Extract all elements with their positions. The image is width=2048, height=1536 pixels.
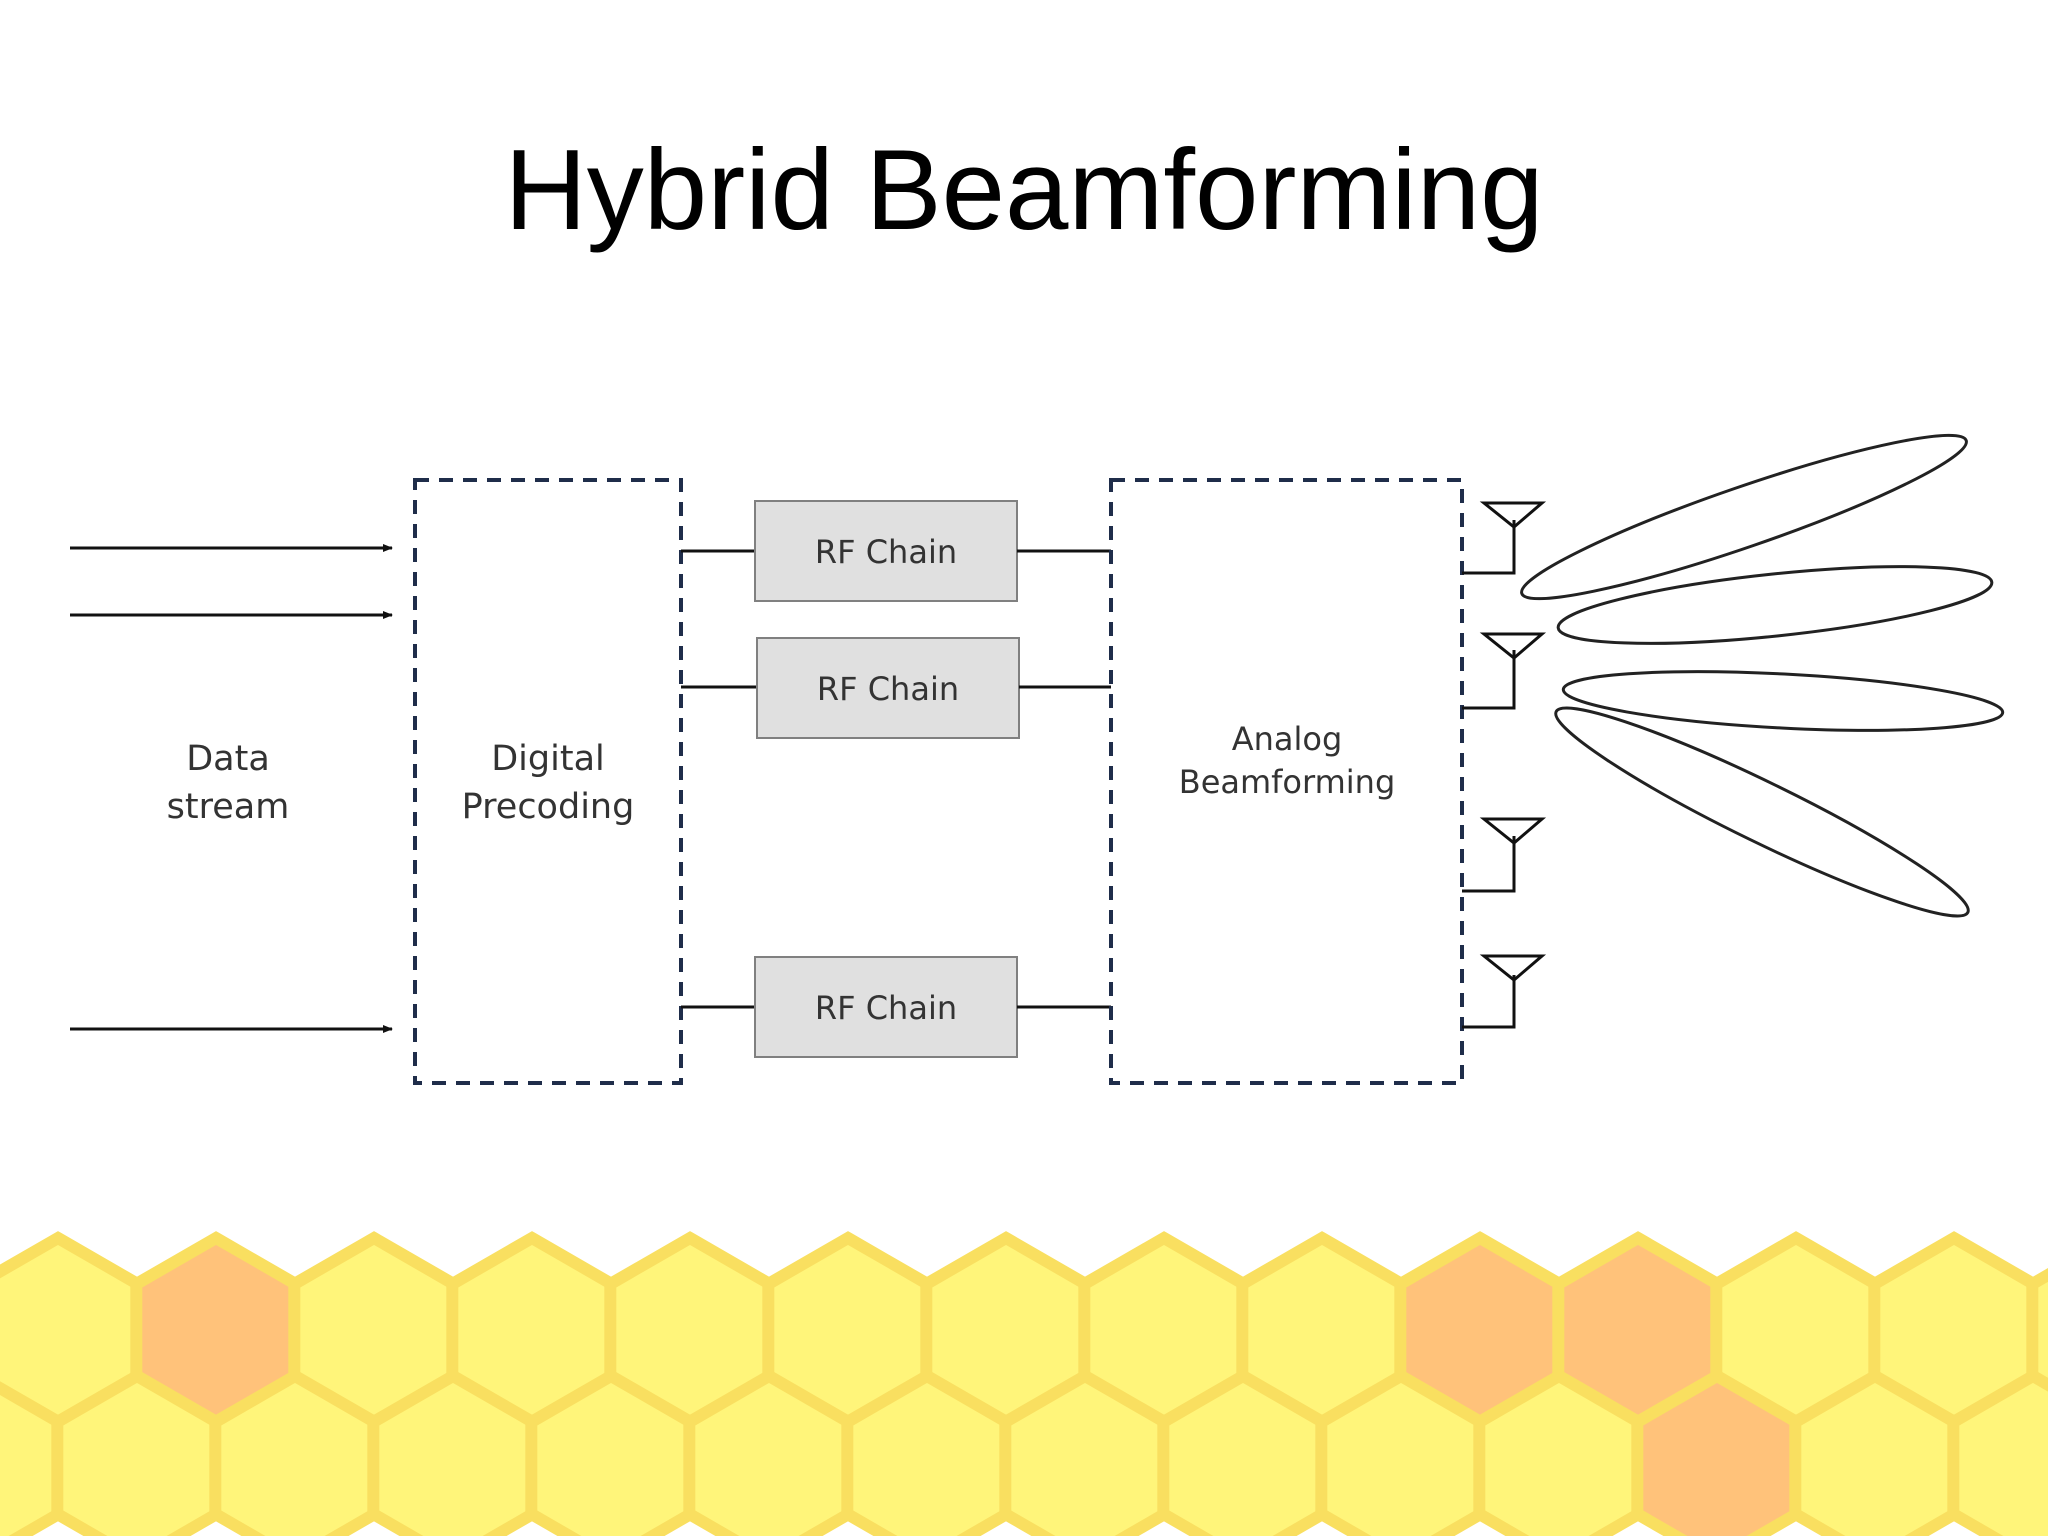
antenna-icon [1462,501,1547,575]
rf-chain-label-3: RF Chain [815,989,957,1027]
antenna-icon [1462,954,1547,1029]
analog-beamforming-label-line2: Beamforming [1179,763,1396,801]
honeycomb-cell [1947,1369,2048,1536]
digital-precoding-label-line1: Digital [491,739,605,779]
analog-beamforming-box [1109,478,1464,1085]
rf-chain-label-1: RF Chain [815,533,957,571]
honeycomb-decoration [0,1231,2048,1536]
antenna-icon [1462,632,1547,710]
rf-chain-label-2: RF Chain [817,670,959,708]
data-stream-label-line1: Data [186,739,270,779]
digital-precoding-box [413,478,683,1085]
analog-beamforming-label-line1: Analog [1232,720,1343,758]
beam-lobe-2 [1556,565,1994,645]
beam-lobe-1 [1520,433,1968,601]
digital-precoding-label-line2: Precoding [462,787,635,827]
honeycomb-cell [2026,1268,2048,1392]
data-stream-label-line2: stream [167,787,290,827]
rf-chain-box-3 [754,956,1018,1058]
beam-lobe-4 [1554,706,1970,918]
beam-lobe-3 [1561,670,2005,732]
slide-title: Hybrid Beamforming [504,127,1544,254]
antenna-icon [1462,817,1547,893]
rf-chain-box-2 [756,637,1020,739]
